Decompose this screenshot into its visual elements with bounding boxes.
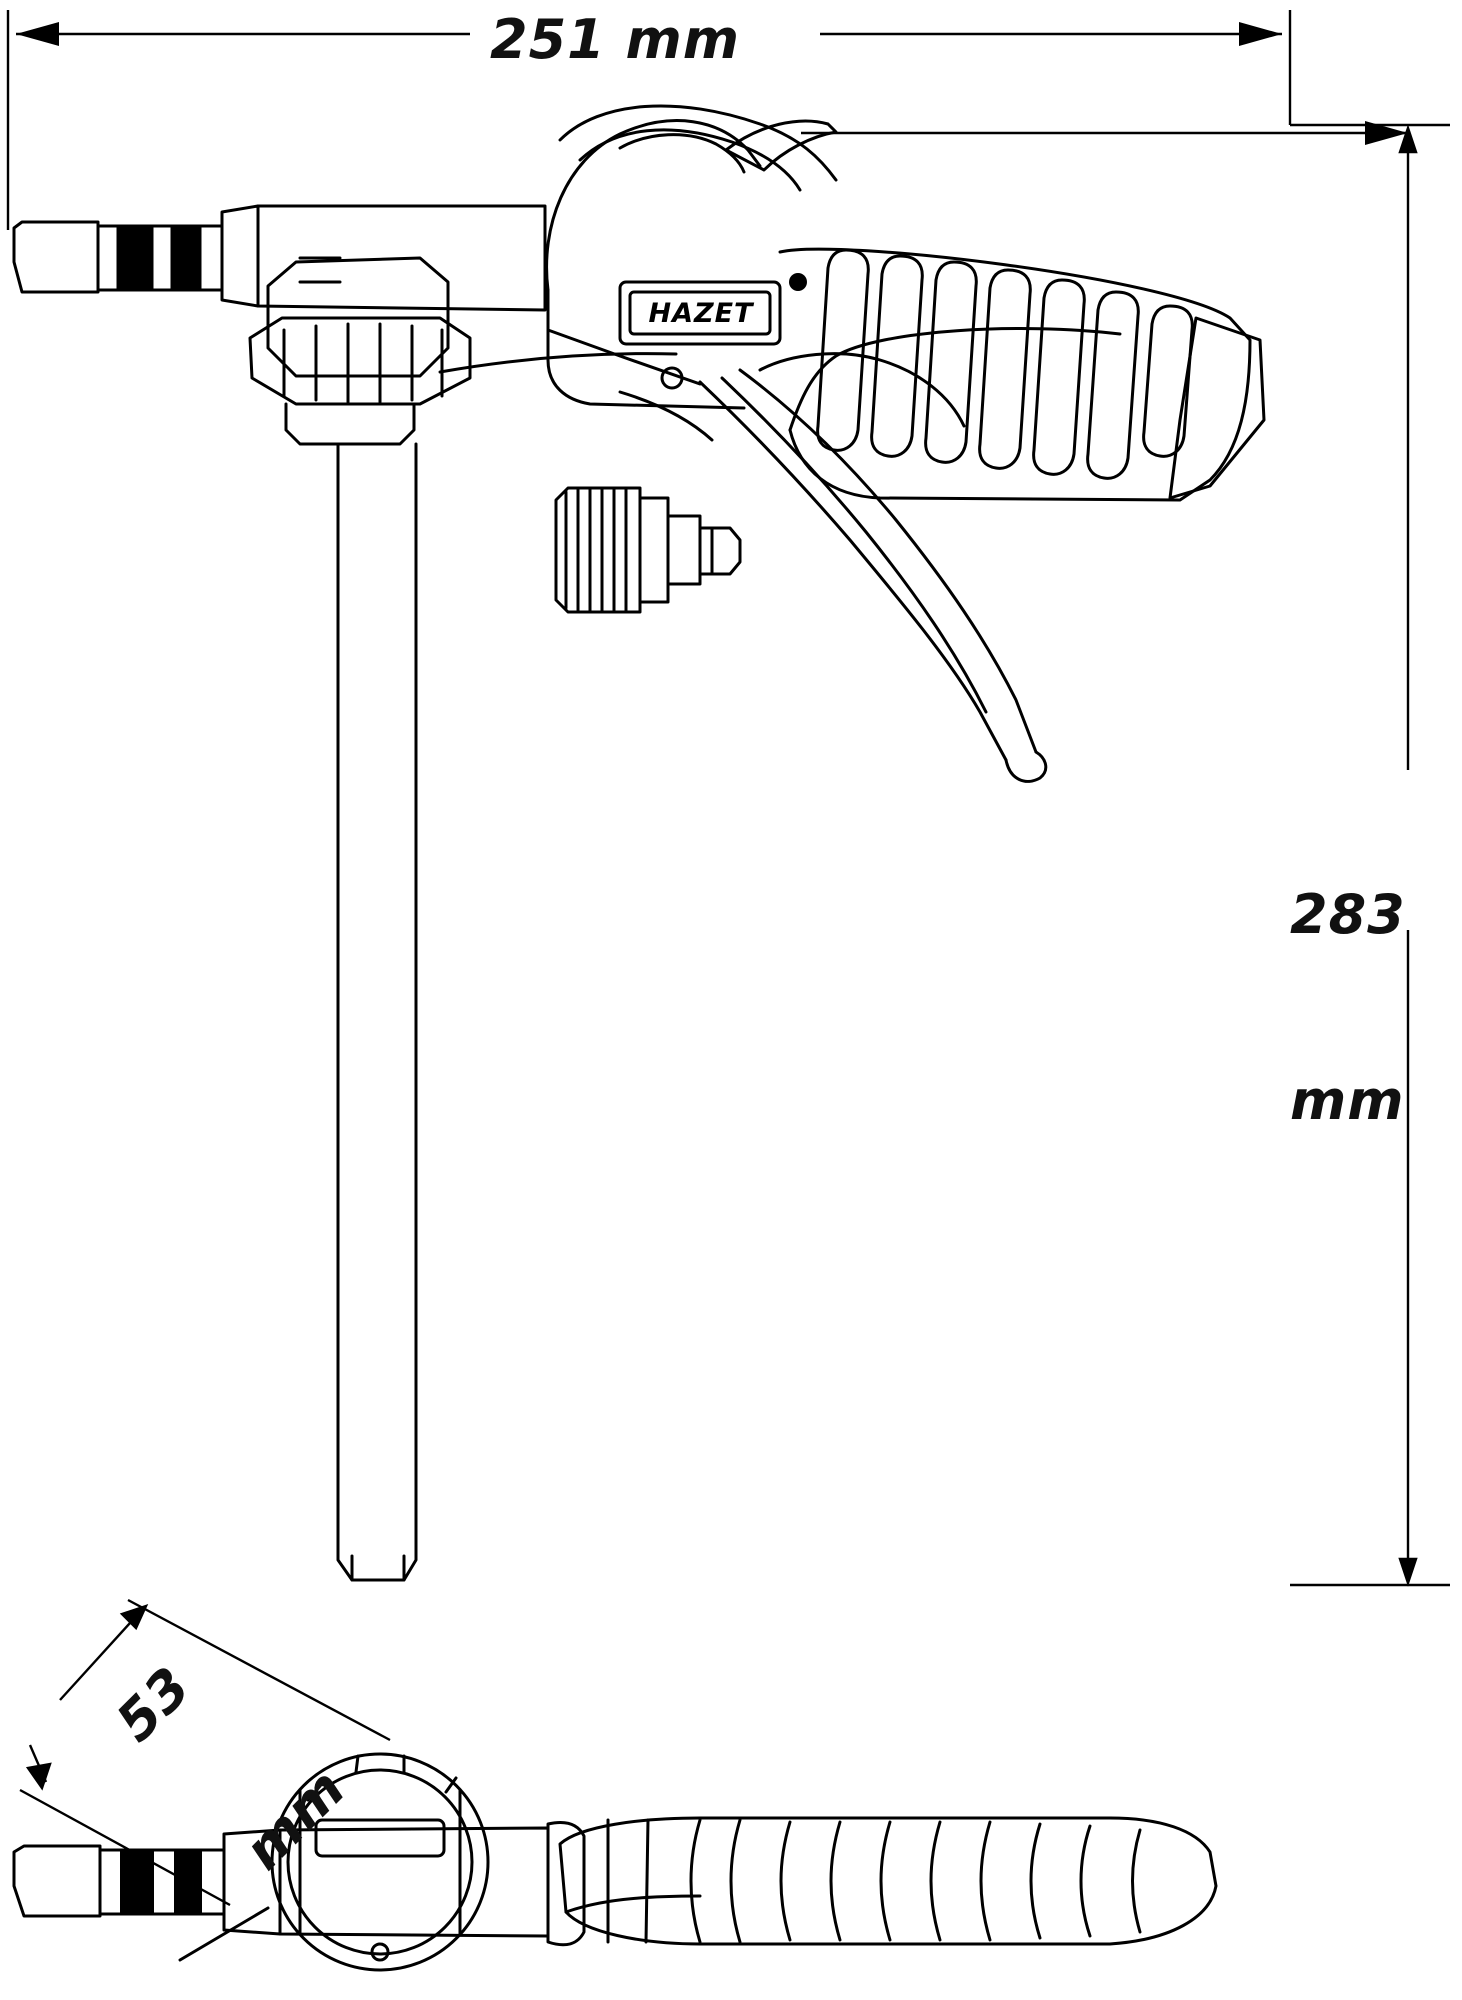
- gun-body-top-left-curve: [545, 119, 762, 292]
- trigger-tip: [1004, 750, 1048, 783]
- coupler-hex: [638, 496, 670, 604]
- coupler-shank: [666, 514, 702, 586]
- top-view-grip-arc-5: [879, 1820, 892, 1942]
- trigger-body-left: [698, 380, 1008, 762]
- lance-tube-end-detail: [350, 1554, 406, 1582]
- top-view-grip-arc-1: [689, 1818, 702, 1944]
- top-view-nozzle-band-1: [120, 1850, 154, 1914]
- arrowhead-diag-bottom: [25, 1762, 52, 1791]
- gun-hood-outer: [558, 104, 838, 182]
- grip-outline: [778, 247, 1252, 502]
- grip-ribs: [816, 248, 1194, 480]
- body-lower-inner-line: [546, 328, 702, 386]
- logo-dot: [789, 273, 807, 291]
- top-view-grip-arc-9: [1079, 1824, 1092, 1938]
- grip-butt-cap: [1168, 316, 1266, 500]
- top-view-grip-arc-8: [1029, 1822, 1042, 1940]
- top-view-grip-arc-10: [1131, 1828, 1142, 1934]
- top-view-body-cap: [546, 1821, 586, 1947]
- knurled-wheel-ribs: [282, 322, 444, 404]
- dimension-label-height: 283 mm: [1290, 760, 1406, 1257]
- nozzle-band-2: [172, 226, 200, 290]
- arrowhead-diag-top: [119, 1603, 149, 1631]
- logo-plate-outer: [618, 280, 782, 346]
- top-view-wheel-screw: [370, 1942, 390, 1962]
- top-view-grip-lower-seam: [564, 1894, 702, 1914]
- nozzle-tip: [12, 220, 100, 294]
- top-view-grip-arc-3: [779, 1820, 792, 1942]
- lance-tube: [336, 442, 418, 1582]
- gun-hood-tab: [724, 119, 838, 172]
- coupler-thread-lines: [564, 487, 628, 613]
- top-view-grip-arc-7: [979, 1820, 992, 1942]
- trigger-inner-line: [720, 376, 988, 714]
- dimension-label-width: 251 mm: [490, 8, 741, 71]
- trigger-pivot-link: [618, 390, 714, 442]
- top-view-grip-arc-6: [929, 1820, 942, 1942]
- hazet-logo-text: HAZET: [648, 297, 754, 329]
- top-view-grip-seam: [606, 1818, 650, 1944]
- valve-body-block: [256, 204, 547, 312]
- grip-inner-upper: [788, 327, 1122, 432]
- top-view-nozzle-shaft: [98, 1848, 226, 1916]
- hex-nut-outline: [266, 256, 450, 378]
- nozzle-band-1: [118, 226, 152, 290]
- top-view-wheel-outer: [270, 1752, 490, 1972]
- top-view-grip-arc-4: [829, 1820, 842, 1942]
- top-view-wheel-flats: [298, 1788, 462, 1936]
- dimension-lines: [6, 10, 1450, 1907]
- gun-hood-detail: [618, 133, 746, 174]
- gun-body-lower-edge: [546, 288, 746, 410]
- logo-plate-inner: [628, 290, 772, 336]
- top-view-wheel-ticks: [306, 1754, 458, 1802]
- dimension-label-height-line2: mm: [1290, 1069, 1405, 1133]
- gun-hood-inner: [578, 128, 802, 192]
- top-view-nozzle-band-2: [174, 1850, 202, 1914]
- coupler-thread-body: [554, 486, 642, 614]
- top-view-wheel-inner: [286, 1768, 474, 1956]
- nozzle-collar: [220, 204, 260, 308]
- trigger-body-right: [738, 368, 1038, 754]
- extension-line-diag-upper: [127, 1598, 391, 1742]
- dimension-label-height-line1: 283: [1290, 883, 1406, 947]
- wheel-to-body-line: [438, 352, 678, 374]
- top-view-nozzle-tip: [12, 1844, 102, 1918]
- knurled-wheel: [248, 316, 472, 406]
- side-view-drawing: [12, 104, 1266, 1582]
- arrowhead-height-top: [1398, 124, 1418, 154]
- trigger-top-edge: [758, 352, 966, 428]
- coupler-nipple-tip: [698, 526, 742, 576]
- wheel-base: [284, 402, 416, 446]
- arrowhead-height-bottom: [1398, 1557, 1418, 1587]
- top-view-drawing: [12, 1752, 1218, 1972]
- valve-body-detail: [298, 256, 342, 284]
- top-view-grip-arc-2: [729, 1818, 742, 1944]
- top-view-grip: [558, 1816, 1218, 1946]
- top-view-wheel-bar: [314, 1818, 446, 1858]
- top-view-leader-line: [178, 1906, 270, 1962]
